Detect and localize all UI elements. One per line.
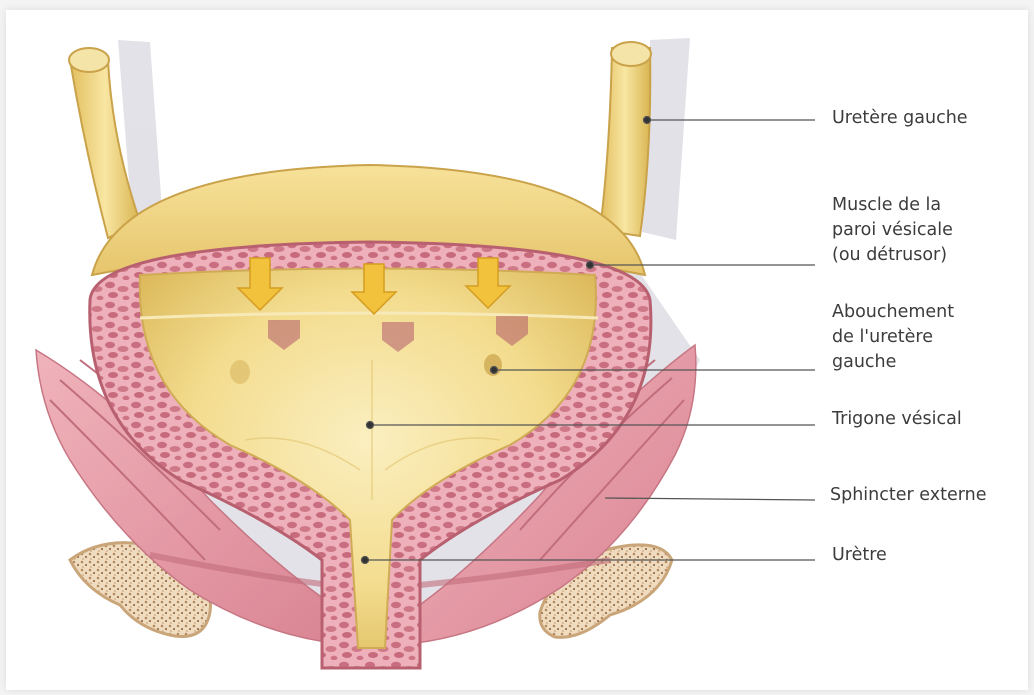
label-trigone: Trigone vésical — [832, 407, 962, 432]
label-urethra: Urètre — [832, 543, 887, 568]
label-detrusor: Muscle de la paroi vésicale (ou détrusor… — [832, 193, 953, 268]
label-sphincter: Sphincter externe — [830, 483, 986, 508]
ureter-left-tube — [600, 42, 651, 236]
label-ureter-orifice: Abouchement de l'uretère gauche — [832, 300, 954, 375]
label-ureter-left: Uretère gauche — [832, 106, 968, 131]
